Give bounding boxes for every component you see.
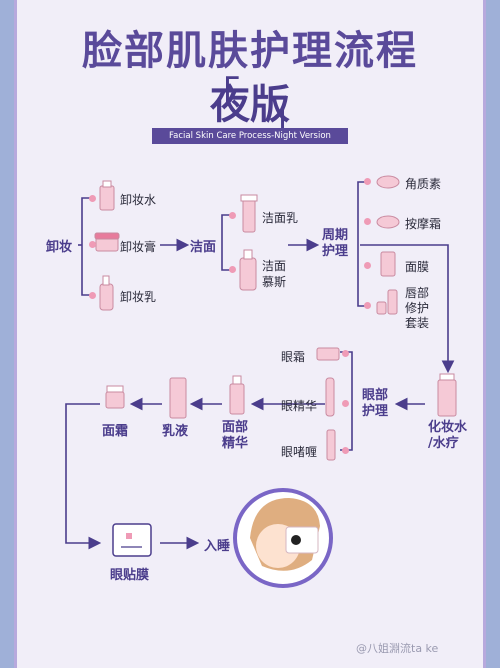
step-eye-care: 眼部 护理 [362, 388, 389, 419]
bullet-dot [229, 266, 236, 273]
step-sleep: 入睡 [204, 539, 231, 554]
item-cleansing-milk: 洁面乳 [262, 211, 299, 225]
product-icons [94, 175, 457, 461]
bullet-dot [364, 262, 371, 269]
english-subtitle: Facial Skin Care Process-Night Version [152, 128, 348, 144]
item-eye-gel: 眼啫喱 [281, 445, 318, 459]
step-makeup-removal: 卸妆 [46, 240, 73, 255]
poster-title: 脸部肌肤护理流程 [82, 28, 418, 74]
item-eye-essence: 眼精华 [281, 399, 318, 413]
bullet-dot [364, 178, 371, 185]
item-massage-cream: 按摩霜 [405, 217, 442, 231]
bullet-dot [342, 447, 349, 454]
step-periodic-care: 周期 护理 [322, 228, 349, 259]
item-remover-water: 卸妆水 [120, 193, 157, 207]
watermark: @八姐淵流ta ke [356, 642, 439, 655]
item-mask: 面膜 [405, 260, 430, 274]
eye-mask-box [112, 523, 152, 557]
step-serum: 面部 精华 [222, 420, 249, 451]
bullet-dot [89, 195, 96, 202]
bullet-dot [89, 292, 96, 299]
step-eye-mask: 眼贴膜 [110, 568, 150, 583]
bullet-dot [229, 212, 236, 219]
step-toner: 化妆水 /水疗 [428, 420, 468, 451]
bullet-dot [342, 400, 349, 407]
item-eye-cream: 眼霜 [281, 350, 306, 364]
bullet-dot [364, 302, 371, 309]
bracket-left: 「 [200, 74, 240, 120]
bullet-dot [342, 350, 349, 357]
poster-subtitle: 夜版 [210, 82, 290, 128]
bullet-dot [89, 241, 96, 248]
item-remover-milk: 卸妆乳 [120, 290, 157, 304]
item-keratin: 角质素 [405, 177, 442, 191]
step-cream: 面霜 [102, 424, 129, 439]
item-remover-balm: 卸妆膏 [120, 240, 157, 254]
item-lip-care: 唇部 修护 套装 [405, 286, 430, 330]
step-cleanse: 洁面 [190, 240, 217, 255]
item-cleansing-mousse: 洁面 慕斯 [262, 259, 287, 289]
step-lotion: 乳液 [162, 424, 189, 439]
bullet-dot [364, 218, 371, 225]
